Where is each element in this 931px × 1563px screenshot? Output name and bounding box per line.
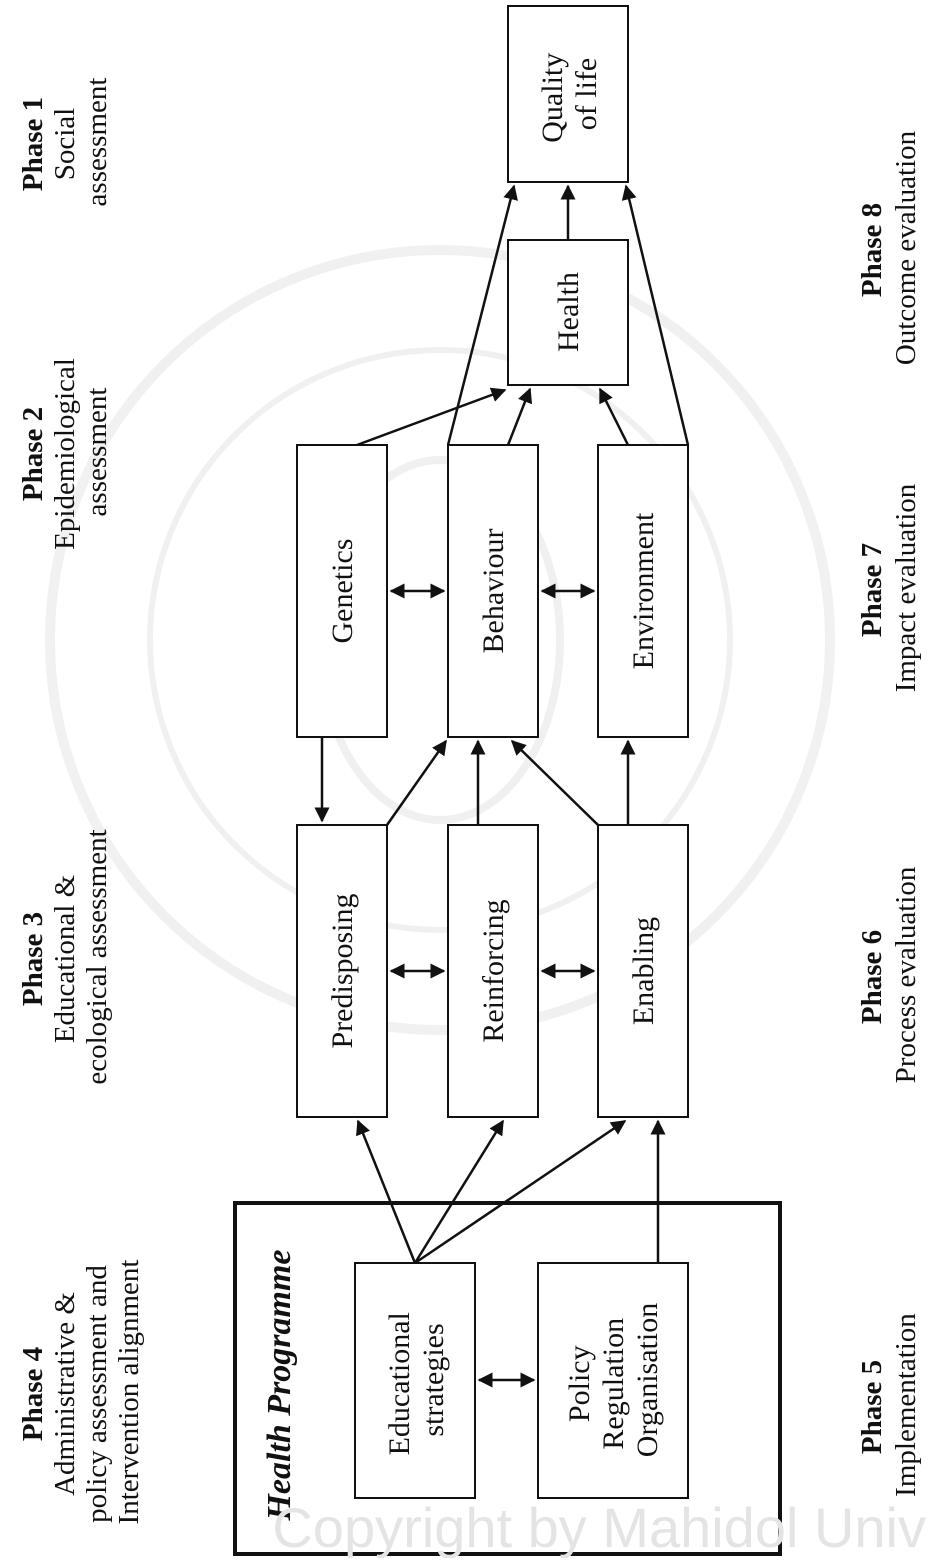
reinforcing-box	[447, 824, 539, 1118]
policy-regulation-organisation-label: Policy Regulation Organisation	[563, 1303, 664, 1457]
arrow-behaviour-to-quality	[446, 184, 518, 446]
educational-strategies-box	[354, 1262, 476, 1499]
behaviour-box	[447, 444, 539, 738]
arrow-educational-to-reinforcing	[413, 1119, 505, 1264]
phase-7-label: Phase 7 Impact evaluation	[856, 483, 922, 692]
arrow-enabling-to-behaviour	[510, 739, 599, 826]
environment-box	[597, 444, 689, 738]
phase-4-label: Phase 4 Administrative & policy assessme…	[17, 1260, 145, 1525]
arrows	[314, 184, 690, 1388]
predisposing-box	[296, 824, 388, 1118]
phase-6-label: Phase 6 Process evaluation	[856, 866, 922, 1083]
phase-labels-right: Phase 8 Outcome evaluation Phase 7 Impac…	[856, 130, 922, 1496]
quality-of-life-label: Quality of life	[536, 45, 603, 143]
arrow-educational-to-predisposing	[356, 1119, 417, 1264]
reinforcing-label: Reinforcing	[477, 899, 510, 1042]
phase-3-label: Phase 3 Educational & ecological assessm…	[17, 829, 113, 1084]
arrow-environment-to-quality	[621, 184, 690, 446]
quality-of-life-box	[507, 5, 629, 183]
predisposing-label: Predisposing	[326, 893, 359, 1048]
health-box	[507, 239, 629, 386]
policy-regulation-organisation-box	[537, 1262, 689, 1499]
phase-5-label: Phase 5 Implementation	[856, 1313, 922, 1497]
enabling-box	[597, 824, 689, 1118]
behaviour-label: Behaviour	[477, 529, 510, 654]
arrow-behaviour-to-health	[506, 387, 533, 446]
genetics-label: Genetics	[326, 539, 359, 644]
health-label: Health	[552, 272, 585, 352]
box-labels: Quality of life Health Genetics Behaviou…	[261, 45, 664, 1522]
phase-8-label: Phase 8 Outcome evaluation	[856, 130, 922, 365]
arrow-environment-to-health	[598, 387, 630, 446]
phase-2-label: Phase 2 Epidemiological assessment	[17, 354, 113, 550]
health-programme-frame	[233, 1201, 782, 1556]
phase-labels-left: Phase 1 Social assessment Phase 2 Epidem…	[17, 78, 145, 1525]
genetics-box	[296, 444, 388, 738]
health-programme-title: Health Programme	[261, 1249, 298, 1521]
watermark-text: Copyright by Mahidol Univ	[272, 1496, 926, 1558]
phase-1-label: Phase 1 Social assessment	[17, 78, 113, 207]
environment-label: Environment	[627, 512, 660, 669]
arrow-educational-to-enabling	[414, 1119, 627, 1265]
enabling-label: Enabling	[627, 917, 660, 1025]
watermark-seal	[45, 245, 835, 1035]
educational-strategies-label: Educational strategies	[383, 1305, 450, 1456]
arrow-predisposing-to-behaviour	[385, 739, 448, 826]
arrow-genetics-to-health	[356, 387, 507, 447]
